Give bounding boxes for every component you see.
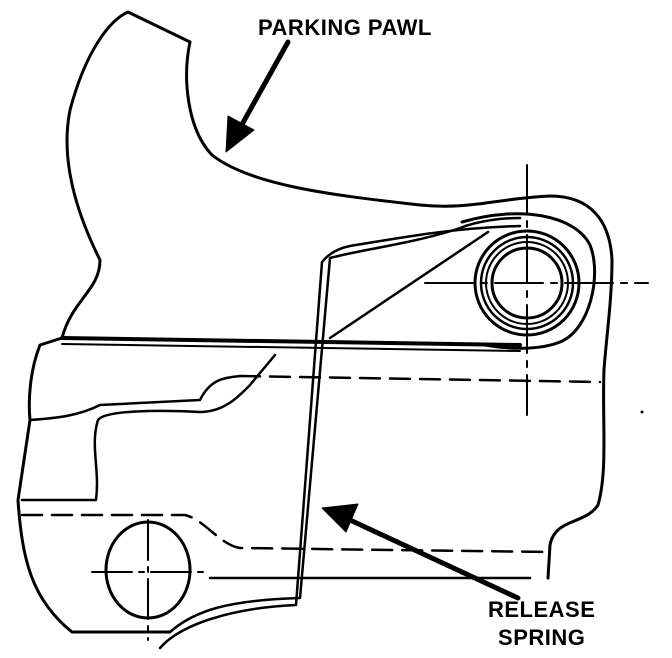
hidden-line-lower [20,513,552,554]
pawl-body-outline [16,10,614,634]
release-spring-label: RELEASE SPRING [488,596,595,652]
release-spring-inner [158,224,522,650]
parking-pawl-label: PARKING PAWL [258,15,432,40]
inner-recess-outline [20,353,277,502]
release-spring-label-line1: RELEASE [488,597,596,622]
release-spring-label-line2: SPRING [498,625,586,650]
hidden-line-upper [238,374,602,384]
parking-pawl-arrow [225,39,291,153]
release-spring-diagonal [328,230,490,340]
stray-dot [640,410,644,414]
release-spring-outer [168,216,522,634]
pawl-top-edge [60,336,522,347]
release-spring-arrow [321,503,521,601]
inner-step-outline [28,374,242,422]
pivot-boss-outline [460,212,597,350]
pawl-top-edge-inner [61,343,521,352]
